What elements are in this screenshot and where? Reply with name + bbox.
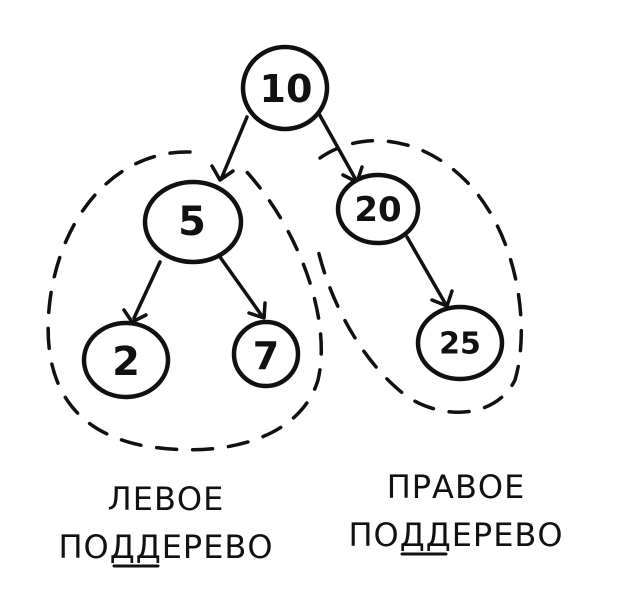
edge-20-25 — [405, 235, 454, 308]
tree-node-right-right: 25 — [415, 304, 505, 382]
node-value: 5 — [178, 199, 206, 245]
tree-node-right: 20 — [335, 172, 421, 246]
edge-10-5 — [210, 115, 249, 182]
left-caption-line2: ПОДДЕРЕВО — [58, 528, 273, 566]
edge-5-7 — [218, 255, 267, 320]
node-value: 2 — [112, 339, 140, 385]
left-caption-line1: ЛЕВОЕ — [108, 480, 225, 518]
right-caption-line1: ПРАВОЕ — [387, 468, 526, 506]
left-subtree-outline — [46, 150, 323, 452]
tree-node-root: 10 — [240, 44, 330, 132]
node-value: 10 — [260, 67, 313, 111]
edge-10-20 — [316, 110, 364, 184]
tree-node-left-left: 2 — [81, 320, 171, 400]
right-caption-line2: ПОДДЕРЕВО — [348, 516, 563, 554]
right-subtree-outline — [316, 138, 523, 414]
tree-node-left-right: 7 — [231, 319, 301, 389]
node-value: 20 — [354, 190, 401, 230]
tree-node-left: 5 — [142, 179, 244, 265]
edge-5-2 — [122, 260, 162, 324]
node-value: 7 — [253, 334, 279, 378]
node-value: 25 — [439, 327, 481, 362]
